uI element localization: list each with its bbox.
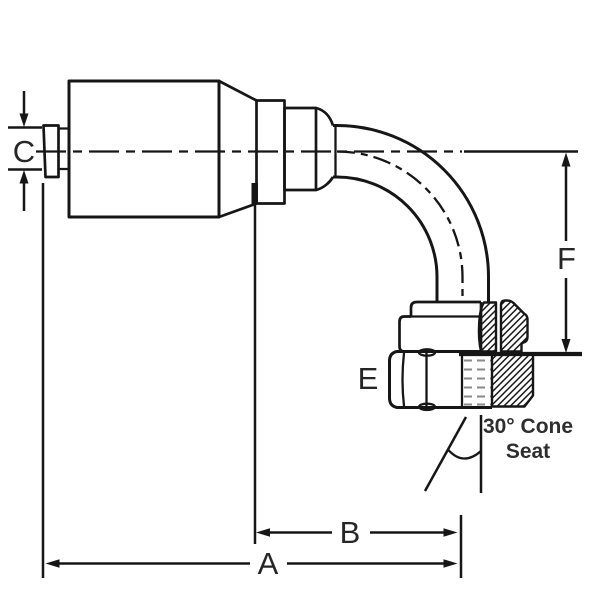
hose-tail-step [58,127,69,171]
elbow-tube [333,124,490,302]
dim-a-left-arrowhead [45,559,60,568]
dim-b-right-arrowhead [443,528,458,537]
dim-b-label: B [340,515,361,550]
hose-tail-outline [42,124,60,179]
dim-b-left-arrowhead [256,528,270,537]
cone-seat-note-line1: 30° Cone [483,415,573,438]
socket-step2 [398,315,481,353]
dim-c-down-arrowhead [19,113,29,127]
dim-e-label: E [358,361,379,396]
dimension-a: A [41,183,458,581]
male-nose-section [477,301,498,353]
shell-taper [218,79,258,219]
dim-c-label: C [13,134,35,169]
sleeve-outline [283,106,318,192]
hex-corner-band [401,352,406,407]
dimension-c: C [8,91,42,211]
male-hex-section [490,353,535,408]
dim-f-down-arrowhead [561,339,571,353]
hex-chamfer-bottom [417,402,437,412]
dim-f-label: F [557,241,576,276]
cone-seat-callout: 30° Cone Seat [423,415,573,493]
dim-c-up-arrowhead [19,170,29,184]
tube-outer-wall [333,124,490,302]
socket-step1 [409,300,481,317]
crimp-shell [42,79,335,219]
cone-angle-arc [446,448,482,460]
hidden-thread-lines [464,359,491,406]
hex-chamfer-top [417,348,437,357]
hex-nut-outline [388,350,492,409]
dim-f-up-arrowhead [561,152,571,167]
dimension-f: F [464,150,578,353]
male-body-section [499,299,529,353]
male-fitting-section [459,299,582,408]
cone-seat-note-line2: Seat [506,440,550,463]
dim-a-right-arrowhead [443,559,458,568]
crimp-shell-outline [67,79,221,219]
tube-neck-flare [315,106,335,192]
dimension-b: B [253,183,463,578]
bend-centerline [336,150,464,297]
center-lines [36,150,464,297]
tube-inner-wall [333,175,439,302]
cone-angle-line [423,416,468,492]
dim-a-label: A [258,546,279,581]
